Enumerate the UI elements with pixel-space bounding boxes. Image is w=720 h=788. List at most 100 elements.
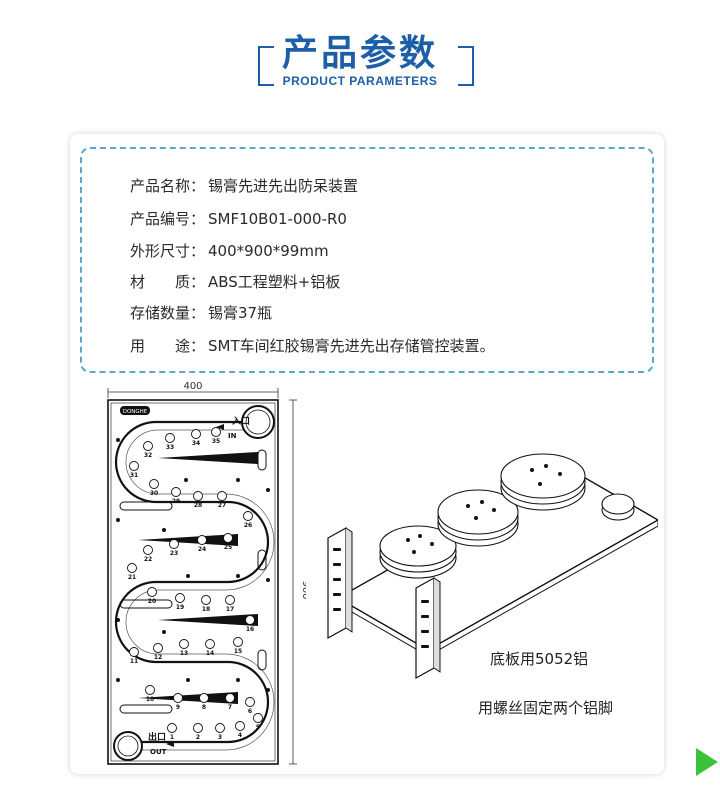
bottle-hole-number: 35	[212, 438, 220, 445]
bottle-hole-number: 6	[248, 708, 252, 715]
spec-row-material: 材 质：ABS工程塑料+铝板	[130, 271, 340, 292]
bottle-hole-number: 34	[192, 440, 200, 447]
bottle-hole-number: 15	[234, 648, 242, 655]
spec-row-size: 外形尺寸：400*900*99mm	[130, 240, 329, 261]
spec-value: 锡膏37瓶	[208, 304, 273, 322]
mount-dot	[236, 574, 240, 578]
bottle-hole	[217, 491, 227, 501]
bottle-hole-number: 19	[176, 604, 184, 611]
bottle-hole-number: 22	[144, 556, 152, 563]
brand-tag: DONGHE	[123, 409, 148, 415]
bottle-hole	[127, 563, 137, 573]
spec-value: 锡膏先进先出防呆装置	[208, 177, 359, 195]
exit-label-en: OUT	[150, 748, 167, 756]
bottle-hole	[145, 685, 155, 695]
bottle-hole-number: 21	[128, 574, 136, 581]
bottle-hole-number: 23	[170, 550, 178, 557]
spec-label: 产品名称：	[130, 177, 206, 195]
entry-label-en: IN	[228, 432, 237, 440]
bottle-hole-number: 17	[226, 606, 234, 613]
bottle-hole	[167, 723, 177, 733]
spec-value: SMT车间红胶锡膏先进先出存储管控装置。	[208, 337, 495, 355]
bottle-hole-number: 11	[130, 658, 138, 665]
bottle-hole	[245, 615, 255, 625]
bottle-hole	[143, 545, 153, 555]
spec-row-usage: 用 途：SMT车间红胶锡膏先进先出存储管控装置。	[130, 335, 495, 356]
mount-dot	[116, 518, 120, 522]
bottle-hole-number: 10	[146, 696, 154, 703]
bottle-hole-number: 20	[148, 598, 156, 605]
bottle-hole	[153, 643, 163, 653]
mount-dot	[186, 574, 190, 578]
mount-dot	[266, 578, 270, 582]
bottle-hole	[193, 723, 203, 733]
caption-base-plate: 底板用5052铝	[490, 650, 589, 668]
bottle-hole	[171, 487, 181, 497]
bottle-hole-number: 24	[198, 546, 206, 553]
bottle-hole	[201, 595, 211, 605]
section-header: 产品参数 PRODUCT PARAMETERS	[0, 0, 720, 110]
bottle-hole-number: 33	[166, 444, 174, 451]
exit-label: 出口	[148, 731, 166, 743]
bottle-hole	[173, 693, 183, 703]
bottle-hole-number: 16	[246, 626, 254, 633]
caption-feet: 用螺丝固定两个铝脚	[478, 699, 614, 717]
bottle-hole-number: 27	[218, 502, 226, 509]
bottle-hole	[175, 593, 185, 603]
bottle-hole	[169, 539, 179, 549]
spec-row-capacity: 存储数量：锡膏37瓶	[130, 302, 272, 323]
bottle-hole	[147, 587, 157, 597]
bottle-hole-number: 4	[238, 732, 242, 739]
bottle-hole	[211, 427, 221, 437]
bottle-hole-number: 9	[176, 704, 180, 711]
bracket-left	[258, 46, 274, 86]
mount-dot	[162, 528, 166, 532]
bottle-hole-number: 32	[144, 452, 152, 459]
spec-label: 产品编号：	[130, 210, 206, 228]
bottle-hole-number: 26	[244, 522, 252, 529]
bottle-hole-number: 30	[150, 490, 158, 497]
spec-label: 外形尺寸：	[130, 242, 206, 260]
bottle-hole-number: 1	[170, 734, 174, 741]
bottle-hole	[143, 441, 153, 451]
bottle-hole-number: 28	[194, 502, 202, 509]
mount-dot	[266, 688, 270, 692]
mount-dot	[116, 438, 120, 442]
bottle-hole	[149, 479, 159, 489]
bottle-hole	[165, 433, 175, 443]
bottle-hole-number: 12	[154, 654, 162, 661]
product-card	[70, 134, 664, 774]
bottle-hole	[205, 639, 215, 649]
bottle-hole-number: 5	[256, 724, 260, 731]
spec-box	[80, 147, 654, 373]
bottle-hole-number: 7	[228, 704, 232, 711]
bottle-hole	[215, 723, 225, 733]
isometric-drawing	[327, 453, 658, 680]
mount-dot	[236, 678, 240, 682]
bottle-hole-number: 18	[202, 606, 210, 613]
bottle-hole-number: 3	[218, 734, 222, 741]
bottle-hole	[223, 533, 233, 543]
bottle-hole-number: 8	[202, 704, 206, 711]
spec-value: ABS工程塑料+铝板	[208, 273, 341, 291]
bottle-hole	[245, 697, 255, 707]
bottle-hole-number: 2	[196, 734, 200, 741]
width-dimension: 400	[183, 381, 202, 392]
mount-dot	[162, 630, 166, 634]
next-arrow-icon[interactable]	[694, 746, 720, 778]
bottle-hole	[233, 637, 243, 647]
bottle-hole	[225, 693, 235, 703]
bottle-hole	[235, 721, 245, 731]
bracket-right	[458, 46, 474, 86]
bottle-hole-number: 31	[130, 472, 138, 479]
bottle-hole	[129, 461, 139, 471]
mount-dot	[116, 678, 120, 682]
bottle-hole-number: 14	[206, 650, 214, 657]
mount-dot	[184, 478, 188, 482]
bottle-hole	[225, 595, 235, 605]
spec-value: 400*900*99mm	[208, 242, 329, 260]
mount-dot	[116, 618, 120, 622]
entry-label: 入口	[231, 416, 250, 427]
bottle-hole	[253, 713, 263, 723]
